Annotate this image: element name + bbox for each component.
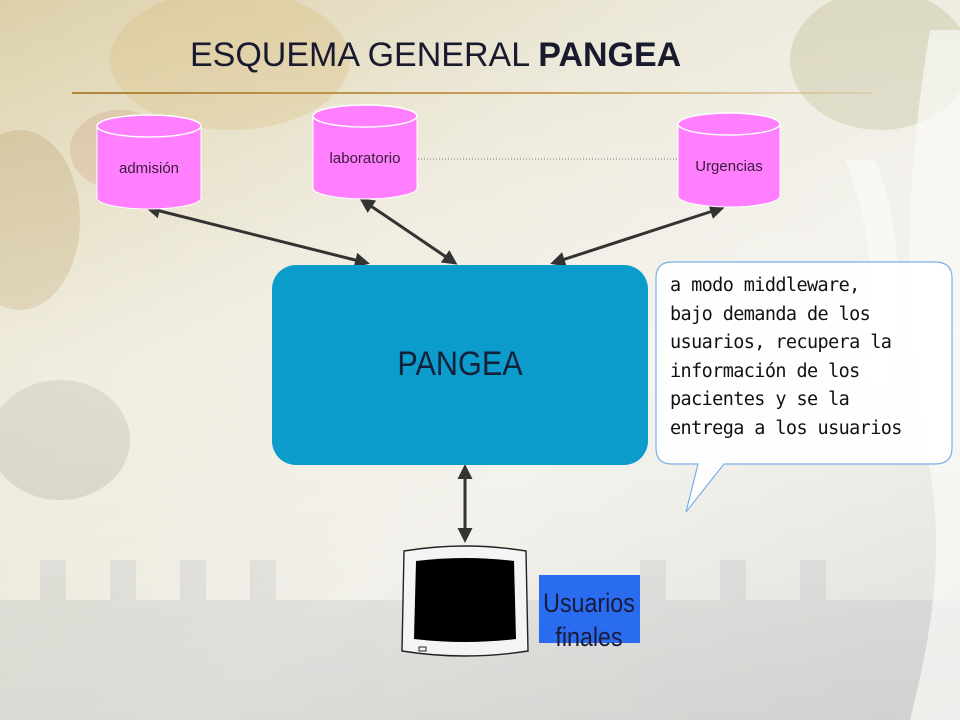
database-laboratorio: laboratorio (312, 104, 418, 200)
users-label-line1: Usuarios (543, 588, 635, 618)
database-label: Urgencias (695, 158, 763, 175)
pangea-block: PANGEA (272, 265, 648, 465)
arrow-admision (145, 203, 370, 268)
title-bold: PANGEA (538, 36, 682, 74)
pangea-label: PANGEA (397, 345, 523, 383)
arrow-urgencias (550, 204, 725, 267)
callout-line: pacientes y se la (670, 389, 850, 410)
database-label: admisión (118, 160, 180, 177)
connection-arrows (145, 198, 725, 543)
callout-line: entrega a los usuarios (670, 417, 902, 439)
title-normal: ESQUEMA GENERAL (190, 36, 539, 74)
callout-line: usuarios, recupera la (670, 332, 892, 353)
users-box (539, 575, 640, 643)
monitor-icon (401, 545, 529, 657)
database-admision: admisión (96, 114, 202, 210)
callout-text: a modo middleware, bajo demanda de los u… (670, 272, 952, 443)
page-title: ESQUEMA GENERAL PANGEA (190, 36, 681, 75)
users-label-line2: finales (555, 622, 623, 652)
arrow-laboratorio (359, 198, 458, 265)
callout-bubble (655, 261, 953, 513)
callout-line: bajo demanda de los (670, 303, 871, 325)
callout-line: a modo middleware, (670, 275, 860, 296)
callout-line: información de los (670, 360, 860, 382)
database-urgencias: Urgencias (677, 112, 781, 208)
users-label: Usuarios finales (538, 586, 639, 654)
database-label: laboratorio (329, 150, 401, 167)
title-divider (72, 92, 872, 94)
